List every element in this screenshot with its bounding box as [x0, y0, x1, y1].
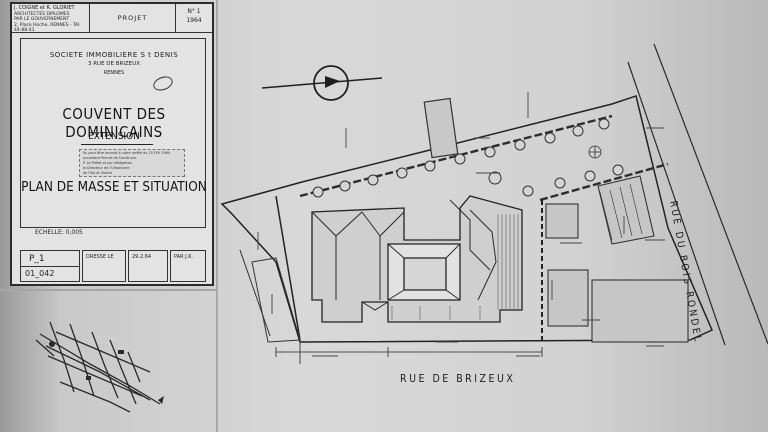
vertical-annotation-marks — [257, 92, 625, 314]
location-map-marks — [49, 341, 124, 380]
main-title: COUVENT DES DOMINICAINS — [62, 105, 166, 141]
architects-line: ARCHITECTES DIPLOMES — [14, 11, 70, 17]
sheet-year: 1964 — [186, 17, 202, 24]
west-annex — [239, 249, 301, 343]
footer-cell-date: 29.2.64 — [128, 250, 168, 282]
fold-line-vertical — [216, 0, 218, 432]
sheet-number-cell: N° 1 1964 — [176, 4, 212, 32]
architects-line: PAR LE GOUVERNEMENT — [14, 17, 70, 22]
title-block-header: J. COIGNE et R. GLORIET ARCHITECTES DIPL… — [12, 4, 212, 33]
east-buildings — [545, 175, 689, 343]
sheet-number: N° 1 — [187, 8, 201, 15]
projet-label: PROJET — [90, 4, 176, 32]
tree-symbol — [588, 145, 602, 159]
footer-cell-author: PAR J.K. — [170, 250, 206, 282]
plan-code: 01_042 — [25, 269, 55, 278]
footer-cell-text: PAR J.K. — [174, 254, 194, 260]
stamp-line: Vu pour être annexé à notre arrêté du 15… — [83, 151, 170, 155]
dimension-line — [275, 342, 543, 364]
north-arrow — [261, 65, 383, 101]
client-name: SOCIETE IMMOBILIERE S t DENIS — [49, 51, 179, 59]
client-city: RENNES — [103, 70, 125, 76]
subtitle: EXTENSION — [88, 131, 140, 142]
roof-ridges — [311, 199, 497, 311]
location-map — [35, 321, 164, 413]
stamp-line: le Directeur de l'Urbanisme — [83, 166, 130, 170]
footer-cell-text: DRESSE LE — [86, 254, 114, 260]
fold-line-horizontal — [0, 289, 217, 291]
footer-cell-text: 29.2.64 — [132, 254, 152, 260]
drawing-title: PLAN DE MASSE ET SITUATION — [21, 179, 207, 195]
architects-line: 2, Place Hoche, RENNES - Tél. 44-88-41 — [14, 22, 81, 34]
location-map-streets — [35, 321, 161, 413]
scale-label: ECHELLE: 0,005 — [35, 229, 83, 236]
north-annex — [423, 97, 459, 159]
title-footer: P_1 01_042 DRESSE LE 29.2.64 PAR J.K. — [20, 250, 206, 282]
stamp-line: P. Le Préfet et par délégation — [83, 161, 132, 165]
cell-divider — [21, 266, 79, 267]
client-address: 3 RUE DE BRIZEUX — [87, 61, 141, 67]
annotation-marks — [312, 127, 665, 357]
rue-du-bois-rondel-edge — [627, 43, 768, 346]
permit-stamp: Vu pour être annexé à notre arrêté du 15… — [79, 149, 185, 177]
stamp-line: accordant Permis de Construire — [83, 156, 137, 160]
tree-row — [312, 118, 624, 198]
architects-cell: J. COIGNE et R. GLORIET ARCHITECTES DIPL… — [12, 4, 90, 34]
plan-number-cell: P_1 01_042 — [20, 250, 80, 282]
subtitle-underline — [81, 144, 153, 146]
street-label-rue-de-brizeux: RUE DE BRIZEUX — [400, 373, 516, 385]
location-map-arrow — [158, 396, 164, 404]
title-frame: SOCIETE IMMOBILIERE S t DENIS 3 RUE DE B… — [20, 38, 207, 236]
title-block: J. COIGNE et R. GLORIET ARCHITECTES DIPL… — [10, 2, 214, 286]
convent-building — [311, 195, 523, 323]
property-outline — [220, 95, 713, 343]
east-building-hatch — [599, 183, 643, 241]
architects-line: J. COIGNE et R. GLORIET — [14, 5, 75, 11]
footer-cell-dresse: DRESSE LE — [82, 250, 126, 282]
roof-hatching — [391, 214, 519, 320]
stamp-line: de l'Ille et Vilaine — [83, 171, 113, 175]
plan-number: P_1 — [29, 254, 45, 264]
